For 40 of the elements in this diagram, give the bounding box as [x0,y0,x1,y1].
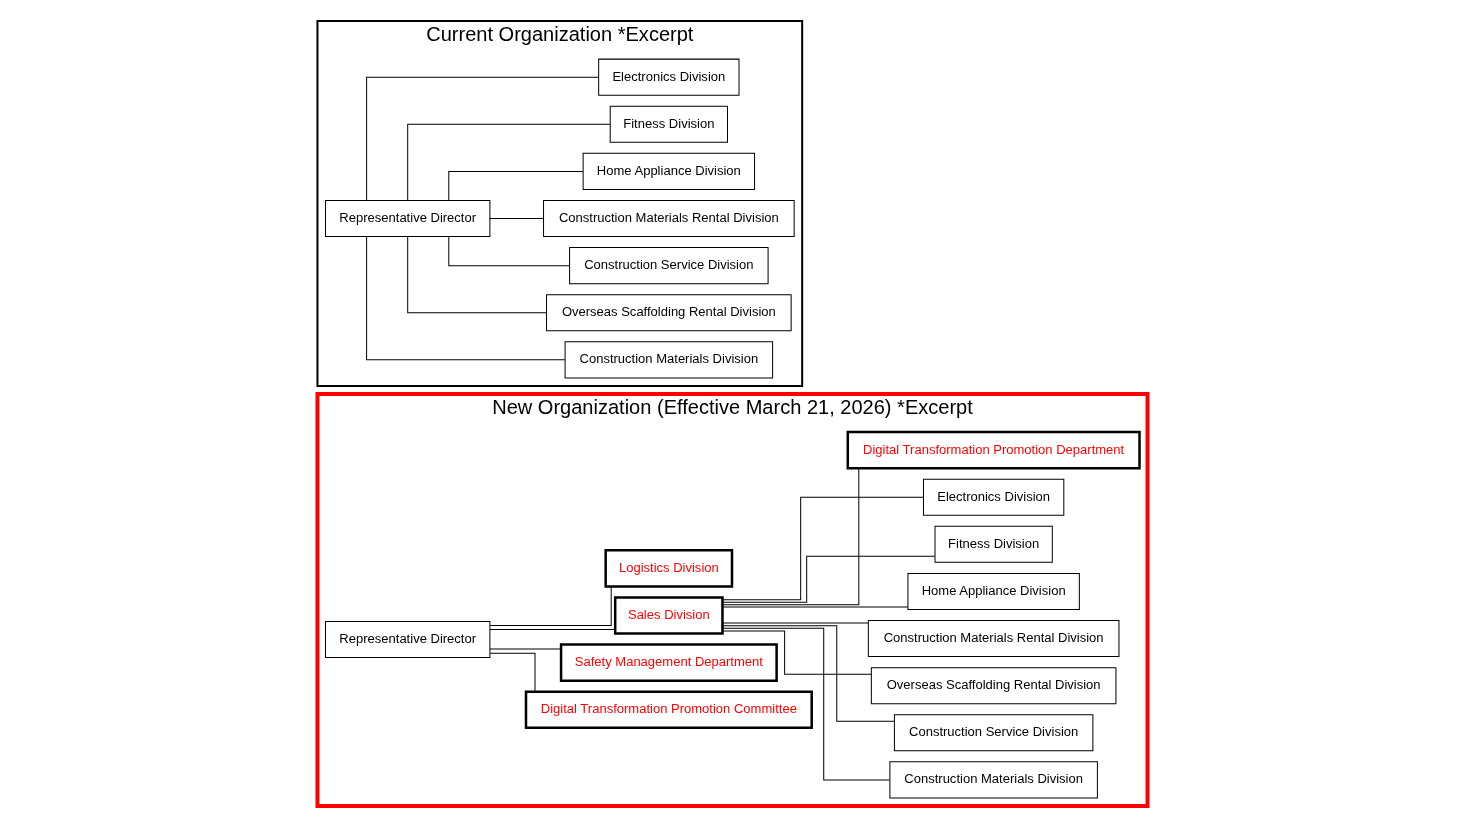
connector [489,647,562,649]
node-box: Construction Service Division [893,713,1094,751]
node-box: Fitness Division [934,525,1053,563]
node-box: Construction Materials Rental Division [543,199,795,237]
node-box: Electronics Division [598,58,740,96]
connector [448,170,584,201]
connector [366,76,599,201]
node-box: Digital Transformation Promotion Committee [524,689,813,729]
connector [448,235,570,266]
connector [489,652,536,692]
node-box: Representative Director [325,620,491,658]
node-box: Construction Materials Rental Division [867,619,1120,657]
connector [366,235,566,360]
node-box: Digital Transformation Promotion Department [846,430,1141,469]
node-box: Construction Materials Division [564,340,774,378]
connector [722,467,860,605]
node-box: Home Appliance Division [907,572,1080,610]
node-box: Overseas Scaffolding Rental Division [546,293,792,331]
node-box: Representative Director [325,199,491,237]
connector [722,555,936,603]
connector [722,627,890,780]
connector [489,585,612,626]
connector [722,606,909,608]
node-box: Electronics Division [922,478,1065,516]
node-box: Construction Service Division [569,246,769,284]
node-box: Sales Division [613,595,724,635]
connector [722,624,895,722]
node-box: Fitness Division [609,105,728,143]
connector [407,235,547,313]
connector [722,622,869,624]
node-box: Safety Management Department [559,642,778,682]
node-box: Overseas Scaffolding Rental Division [870,666,1117,704]
node-box: Logistics Division [604,548,734,588]
connector [722,629,872,675]
connector [407,123,611,201]
node-box: Home Appliance Division [582,152,756,190]
node-box: Construction Materials Division [889,760,1098,798]
connector [722,496,924,600]
connector [489,628,616,630]
connector [489,217,544,219]
